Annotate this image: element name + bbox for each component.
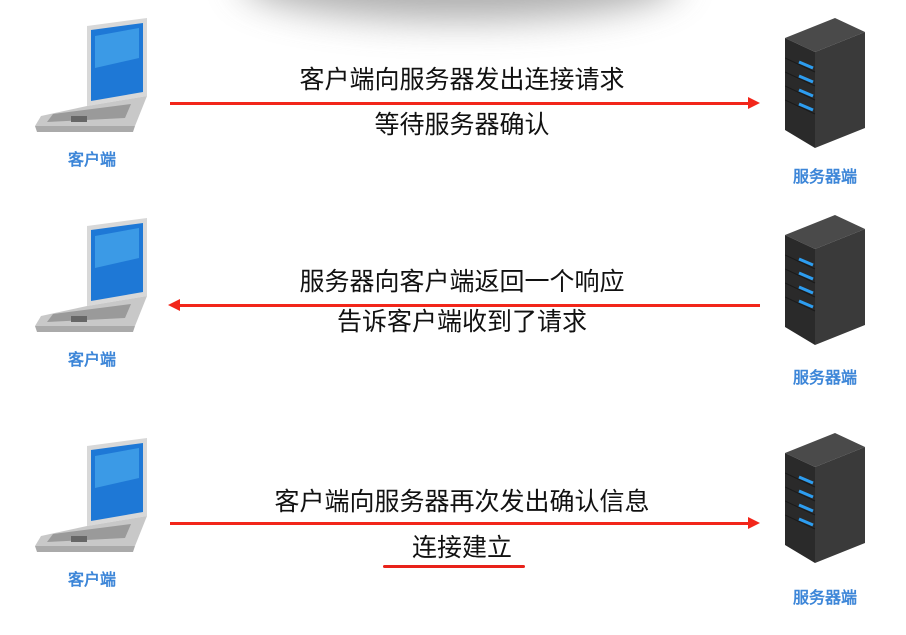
client-label: 客户端 bbox=[67, 570, 116, 589]
arrow-left bbox=[178, 304, 760, 307]
step-message: 客户端向服务器发出连接请求 bbox=[299, 65, 625, 94]
server-icon bbox=[785, 433, 867, 565]
server-label: 服务器端 bbox=[792, 588, 857, 607]
arrow-head-icon bbox=[748, 97, 760, 109]
highlight-underline bbox=[383, 565, 525, 568]
client-label: 客户端 bbox=[67, 150, 116, 169]
arrow-right bbox=[170, 522, 750, 525]
step-note: 连接建立 bbox=[411, 533, 512, 562]
server-icon bbox=[785, 215, 867, 347]
laptop-icon bbox=[35, 218, 147, 332]
client-label: 客户端 bbox=[67, 350, 116, 369]
laptop-icon bbox=[35, 18, 147, 132]
step-message: 客户端向服务器再次发出确认信息 bbox=[274, 487, 650, 516]
arrow-head-icon bbox=[168, 299, 180, 311]
arrow-head-icon bbox=[748, 517, 760, 529]
server-icon bbox=[785, 18, 867, 150]
laptop-icon bbox=[35, 438, 147, 552]
server-label: 服务器端 bbox=[792, 368, 857, 387]
arrow-right bbox=[170, 102, 750, 105]
step-note: 等待服务器确认 bbox=[374, 110, 550, 139]
step-note: 告诉客户端收到了请求 bbox=[336, 307, 587, 336]
step-message: 服务器向客户端返回一个响应 bbox=[299, 267, 625, 296]
server-label: 服务器端 bbox=[792, 167, 857, 186]
top-shadow bbox=[240, 0, 680, 20]
